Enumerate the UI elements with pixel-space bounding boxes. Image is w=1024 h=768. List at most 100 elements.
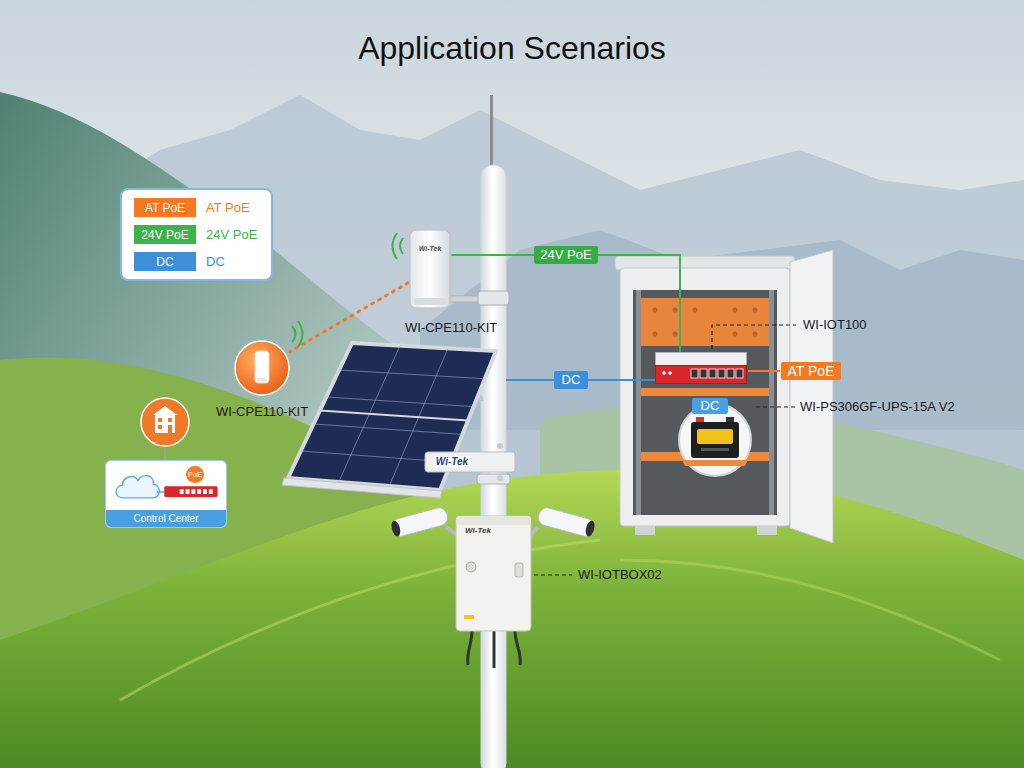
battery-drawing-part <box>697 429 733 444</box>
iot-box-cables-part <box>493 630 496 668</box>
switch-drawing-part <box>656 353 747 366</box>
outdoor-cabinet <box>615 250 833 543</box>
landscape-part <box>620 560 1000 660</box>
iot-box-cables <box>468 630 521 668</box>
switch-drawing-part <box>736 369 743 378</box>
brand-logo: Wi-Tek <box>465 526 491 536</box>
cpe-bracket-part <box>478 291 509 305</box>
outdoor-cabinet-part <box>636 290 641 515</box>
control-center-drawing-part <box>180 489 184 494</box>
wireless-signal-part <box>292 326 296 342</box>
device-label: WI-IOT100 <box>803 317 867 333</box>
outdoor-cabinet-part <box>635 526 655 535</box>
solar-panel-part <box>497 475 503 481</box>
power-tag: AT PoE <box>781 362 842 381</box>
leader-lines-part <box>534 574 572 575</box>
edge-label: 24V PoE <box>534 246 597 264</box>
power-wiring-part <box>748 370 780 372</box>
cameras-part-part <box>584 520 596 538</box>
control-center-drawing-part <box>164 486 217 497</box>
switch-drawing <box>655 352 747 384</box>
cpe-badge: WI-CPE110-KIT <box>234 340 290 396</box>
control-center-drawing-part <box>116 476 159 498</box>
outdoor-cabinet-part <box>641 388 769 396</box>
solar-panel-part <box>288 343 496 490</box>
cameras-part <box>537 506 597 538</box>
cpe-bracket-part <box>446 296 482 302</box>
legend-swatch-text: 24V PoE <box>141 228 188 242</box>
iot-box-drawing-part <box>456 516 531 525</box>
legend-swatch-text: AT PoE <box>145 201 185 215</box>
legend-swatch: 24V PoE <box>134 225 196 244</box>
wireless-signal-part <box>400 238 403 254</box>
leader-lines <box>534 325 796 575</box>
cpe-badge-drawing-part <box>235 341 289 395</box>
outdoor-cabinet-part <box>641 298 769 346</box>
solar-panel-part <box>425 452 515 472</box>
pole <box>481 95 506 768</box>
building-icon-part <box>168 418 172 422</box>
title-holder: Application Scenarios <box>0 30 1024 67</box>
solar-panel-part <box>497 443 503 449</box>
solar-panel <box>282 343 515 498</box>
outdoor-cabinet-part <box>753 308 758 313</box>
switch-drawing-part <box>662 371 666 375</box>
control-center-drawing-part <box>156 491 164 492</box>
poe-badge: PoE <box>186 466 204 483</box>
brand-logo-holder: Wi-Tek <box>433 456 471 468</box>
wireless-link <box>290 283 408 352</box>
battery-drawing-part <box>701 448 729 451</box>
cameras-part-part <box>390 520 402 538</box>
building-icon-part <box>141 398 189 446</box>
device-label: WI-CPE110-KIT <box>405 320 497 336</box>
outdoor-cabinet-part <box>673 332 678 337</box>
leader-lines-part <box>712 325 796 349</box>
power-tag-holder: DC <box>554 371 589 389</box>
outdoor-cabinet-part <box>790 250 833 543</box>
device-label: WI-PS306GF-UPS-15A V2 <box>800 399 955 415</box>
outdoor-cabinet-part <box>757 526 777 535</box>
power-tag-holder: AT PoE <box>781 362 842 381</box>
building-icon-part <box>158 425 162 429</box>
building-icon-part <box>155 415 175 433</box>
cpe-drawing <box>408 228 452 312</box>
edge-label-holder: 24V PoE <box>534 246 597 264</box>
solar-panel-part <box>301 346 485 486</box>
outdoor-cabinet-part <box>633 290 777 515</box>
control-center-drawing-part <box>203 489 207 494</box>
battery-drawing-part <box>696 417 704 422</box>
legend-row: DC DC <box>134 252 257 271</box>
outdoor-cabinet-part <box>620 268 790 526</box>
cameras-part-part <box>537 506 596 538</box>
battery-drawing-part <box>679 404 751 476</box>
leader-lines-part <box>756 406 795 407</box>
building-icon-part <box>168 425 172 433</box>
legend-text: AT PoE <box>206 200 250 215</box>
outdoor-cabinet-part <box>769 290 774 515</box>
brand-logo-holder: Wi-Tek <box>465 526 491 536</box>
brand-logo: Wi-Tek <box>433 456 471 468</box>
control-center-drawing-part <box>191 489 195 494</box>
brand-logo-holder: Wi-Tek <box>419 245 442 253</box>
cpe-drawing-part <box>414 298 446 305</box>
iot-box-drawing-part <box>466 562 476 572</box>
cpe-bracket <box>446 291 509 305</box>
building-icon-part <box>158 418 162 422</box>
legend-row: AT PoE AT PoE <box>134 198 257 217</box>
outdoor-cabinet-part <box>653 308 658 313</box>
iot-box-drawing-part <box>464 615 474 619</box>
legend-row: 24V PoE24V PoE <box>134 225 257 244</box>
wireless-signal <box>292 233 403 347</box>
battery-drawing-part <box>682 460 748 466</box>
cpe-drawing-part <box>410 230 450 308</box>
power-tag: DC <box>692 398 729 414</box>
cpe-badge-drawing-part <box>255 351 269 383</box>
legend-text: DC <box>206 254 225 269</box>
wireless-signal-part <box>393 233 398 259</box>
solar-panel-part <box>320 411 468 421</box>
device-label: WI-IOTBOX02 <box>578 567 662 583</box>
legend-swatch: DC <box>134 252 196 271</box>
